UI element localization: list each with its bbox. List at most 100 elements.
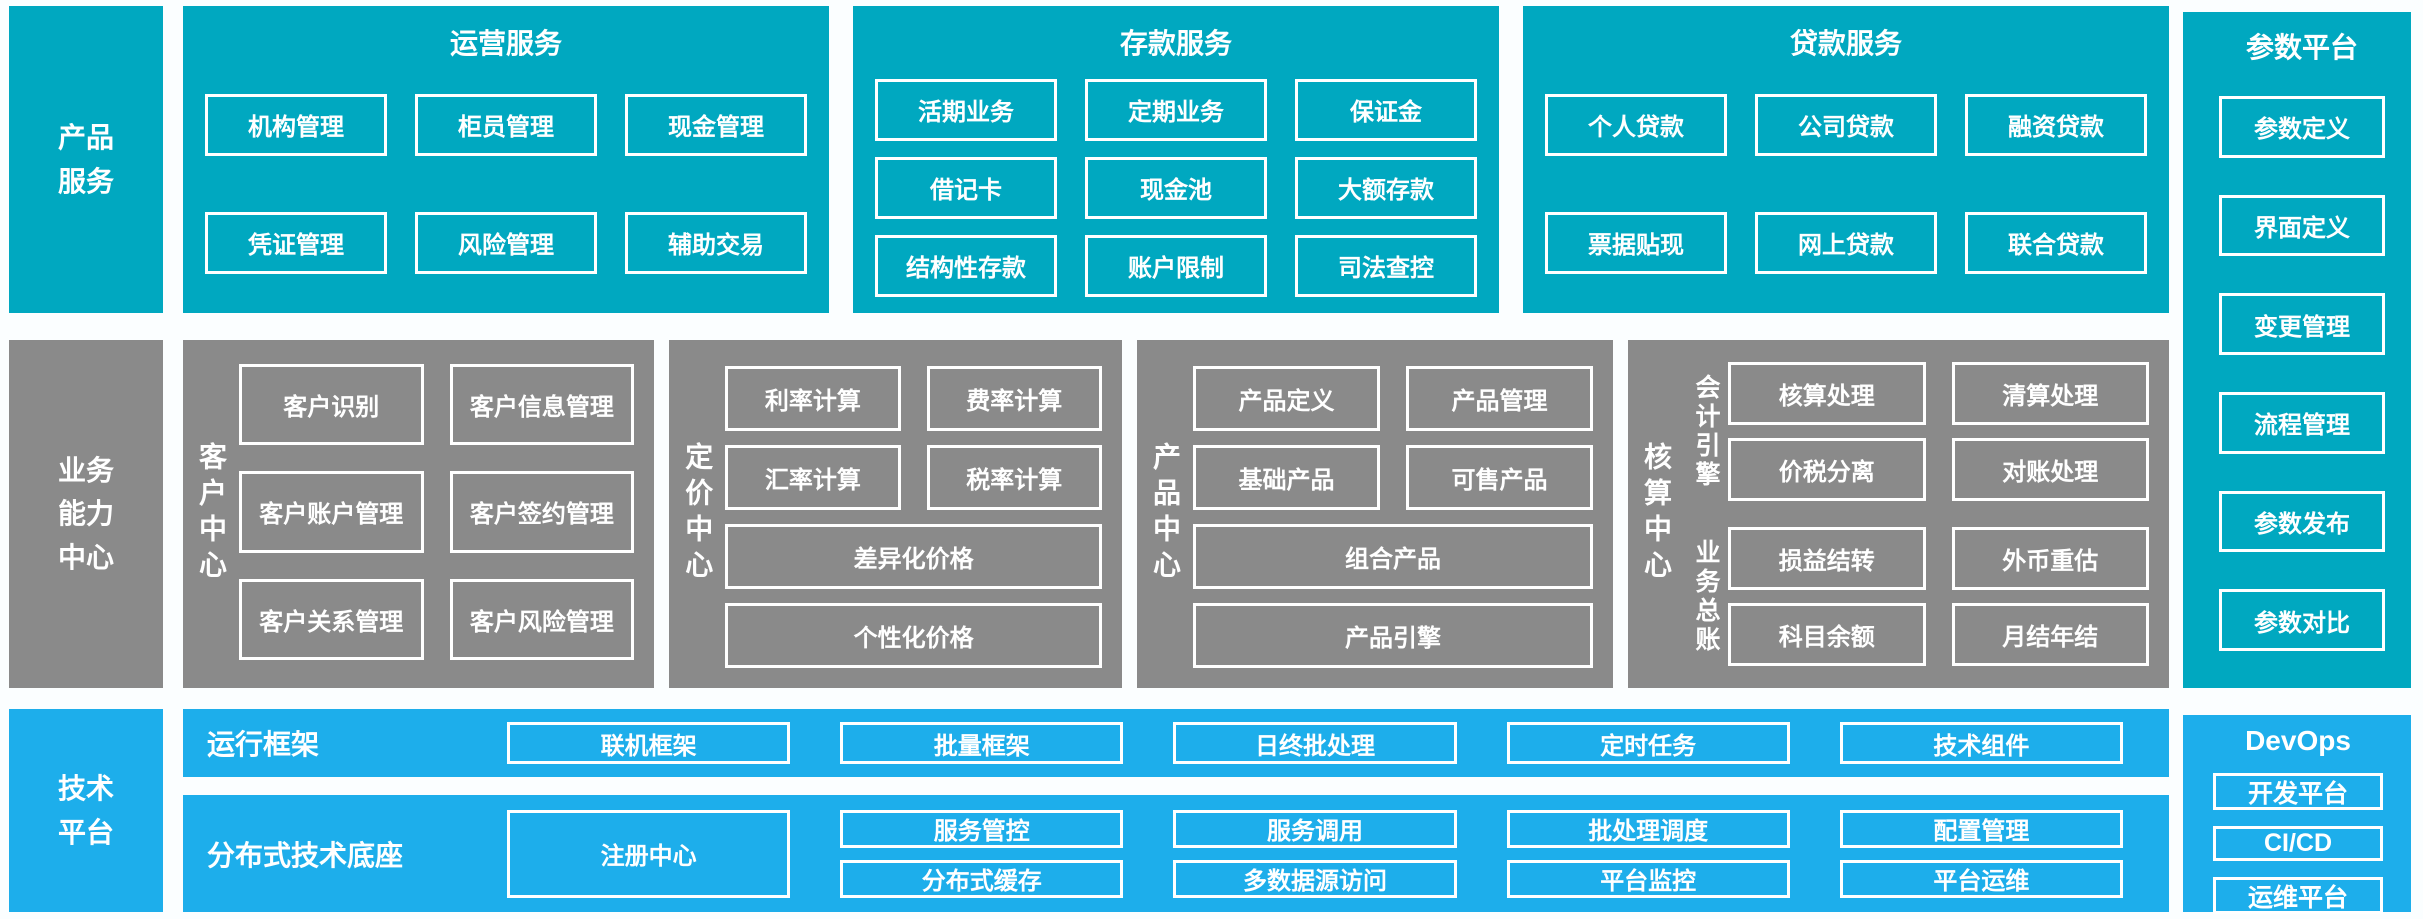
vertical-panel-label: 客户中心 — [196, 442, 227, 586]
panel-deposit-services: 存款服务 活期业务 定期业务 保证金 借记卡 现金池 大额存款 结构性存款 账户… — [853, 6, 1499, 313]
module-box: 变更管理 — [2219, 293, 2385, 356]
rail-label-text: 产品服务 — [57, 122, 114, 197]
module-box: 汇率计算 — [725, 445, 901, 510]
module-box: 个性化价格 — [725, 603, 1102, 668]
module-box: 客户关系管理 — [239, 578, 424, 660]
panel-parameter-platform: 参数平台 参数定义 界面定义 变更管理 流程管理 参数发布 参数对比 — [2183, 12, 2411, 688]
module-box: 账户限制 — [1085, 234, 1267, 297]
accounting-groups: 会计引擎 核算处理 清算处理 价税分离 对账处理 业务总账 损益结转 外币重估 — [1684, 340, 2153, 688]
module-box: 运维平台 — [2213, 877, 2383, 914]
bar-label: 运行框架 — [207, 729, 320, 760]
module-box: 参数定义 — [2219, 96, 2385, 158]
bar-runtime-framework: 运行框架 联机框架 批量框架 日终批处理 定时任务 技术组件 — [183, 709, 2169, 777]
module-box: 客户账户管理 — [239, 471, 424, 553]
panel-title: 存款服务 — [1119, 28, 1232, 59]
panel-loan-services: 贷款服务 个人贷款 公司贷款 融资贷款 票据贴现 网上贷款 联合贷款 — [1523, 6, 2169, 313]
panel-box-grid: 利率计算 费率计算 汇率计算 税率计算 差异化价格 个性化价格 — [725, 340, 1106, 688]
vertical-group-label: 业务总账 — [1692, 538, 1721, 655]
module-box: 票据贴现 — [1545, 211, 1727, 274]
module-box: 平台监控 — [1506, 859, 1790, 898]
module-box: 流程管理 — [2219, 392, 2385, 454]
module-box: 客户签约管理 — [449, 471, 635, 553]
module-box: 产品管理 — [1406, 366, 1594, 431]
module-box: 柜员管理 — [415, 93, 597, 156]
module-box: 税率计算 — [926, 445, 1102, 510]
module-box: 借记卡 — [875, 156, 1057, 219]
panel-pricing-center: 定价中心 利率计算 费率计算 汇率计算 税率计算 差异化价格 个性化价格 — [669, 340, 1122, 688]
module-box: 网上贷款 — [1755, 211, 1937, 274]
panel-box-grid: 机构管理 柜员管理 现金管理 凭证管理 风险管理 辅助交易 — [183, 54, 829, 313]
panel-box-grid: 活期业务 定期业务 保证金 借记卡 现金池 大额存款 结构性存款 账户限制 司法… — [853, 62, 1499, 313]
group-box-grid: 核算处理 清算处理 价税分离 对账处理 — [1728, 362, 2149, 501]
module-box: 客户信息管理 — [449, 364, 635, 446]
panel-title: 运营服务 — [449, 28, 562, 59]
module-box: 服务调用 — [1173, 809, 1457, 848]
module-box: 对账处理 — [1951, 438, 2149, 501]
module-box: 价税分离 — [1728, 438, 1926, 501]
panel-title: DevOps — [2245, 725, 2351, 756]
module-box: 参数对比 — [2219, 589, 2385, 652]
module-box: 客户风险管理 — [449, 578, 635, 660]
vertical-panel-label: 核算中心 — [1641, 442, 1673, 586]
module-box: 技术组件 — [1839, 722, 2123, 764]
module-box: 产品引擎 — [1193, 603, 1594, 668]
rail-label-product-services: 产品服务 — [9, 6, 163, 313]
panel-operations-services: 运营服务 机构管理 柜员管理 现金管理 凭证管理 风险管理 辅助交易 — [183, 6, 829, 313]
module-box: 批量框架 — [840, 722, 1124, 764]
rail-label-text: 技术平台 — [57, 773, 114, 848]
panel-customer-center: 客户中心 客户识别 客户信息管理 客户账户管理 客户签约管理 客户关系管理 客户… — [183, 340, 655, 688]
group-accounting-engine: 会计引擎 核算处理 清算处理 价税分离 对账处理 — [1684, 362, 2149, 501]
group-box-grid: 损益结转 外币重估 科目余额 月结年结 — [1728, 527, 2149, 666]
module-box: 组合产品 — [1193, 524, 1594, 589]
module-box: 核算处理 — [1728, 362, 1926, 425]
module-box: 活期业务 — [875, 78, 1057, 141]
module-box: 月结年结 — [1951, 603, 2149, 666]
vertical-group-label: 会计引擎 — [1692, 373, 1721, 490]
registry-center-box: 注册中心 — [507, 809, 791, 898]
panel-box-grid: 个人贷款 公司贷款 融资贷款 票据贴现 网上贷款 联合贷款 — [1523, 54, 2169, 313]
module-box: 现金池 — [1085, 156, 1267, 219]
middle-panels-row: 客户中心 客户识别 客户信息管理 客户账户管理 客户签约管理 客户关系管理 客户… — [183, 340, 2169, 688]
module-box: 融资贷款 — [1965, 93, 2147, 156]
panel-box-grid: 产品定义 产品管理 基础产品 可售产品 组合产品 产品引擎 — [1193, 340, 1597, 688]
module-box: 凭证管理 — [205, 211, 387, 274]
module-box: 个人贷款 — [1545, 93, 1727, 156]
module-box: 配置管理 — [1839, 809, 2123, 848]
module-box: 基础产品 — [1193, 445, 1381, 510]
rail-label-tech-platform: 技术平台 — [9, 709, 163, 912]
module-box: 定期业务 — [1085, 78, 1267, 141]
vertical-panel-label: 定价中心 — [682, 442, 714, 586]
module-box: 清算处理 — [1951, 362, 2149, 425]
module-box: 批处理调度 — [1506, 809, 1790, 848]
module-box: 大额存款 — [1295, 156, 1477, 219]
rail-label-business-capability: 业务能力中心 — [9, 340, 163, 688]
module-box: 联机框架 — [507, 722, 791, 764]
module-box: 结构性存款 — [875, 234, 1057, 297]
module-box: 产品定义 — [1193, 366, 1381, 431]
module-box: 界面定义 — [2219, 194, 2385, 257]
bar-distributed-tech-base: 分布式技术底座 注册中心 服务管控 服务调用 批处理调度 配置管理 分布式缓存 … — [183, 795, 2169, 912]
module-box: 客户识别 — [239, 364, 424, 446]
rail-label-text: 业务能力中心 — [57, 454, 114, 573]
module-box: 开发平台 — [2213, 773, 2383, 810]
panel-product-center: 产品中心 产品定义 产品管理 基础产品 可售产品 组合产品 产品引擎 — [1137, 340, 1614, 688]
module-box: 辅助交易 — [625, 211, 807, 274]
module-box: 科目余额 — [1728, 603, 1926, 666]
module-box: 差异化价格 — [725, 524, 1102, 589]
module-box: 损益结转 — [1728, 527, 1926, 590]
module-box: 外币重估 — [1951, 527, 2149, 590]
module-box: 公司贷款 — [1755, 93, 1937, 156]
module-box: 多数据源访问 — [1173, 859, 1457, 898]
panel-accounting-center: 核算中心 会计引擎 核算处理 清算处理 价税分离 对账处理 业务总账 — [1628, 340, 2169, 688]
module-box: 利率计算 — [725, 366, 901, 431]
module-box: 服务管控 — [840, 809, 1124, 848]
vertical-panel-label: 产品中心 — [1150, 442, 1181, 586]
module-box: 机构管理 — [205, 93, 387, 156]
group-business-ledger: 业务总账 损益结转 外币重估 科目余额 月结年结 — [1684, 527, 2149, 666]
panel-title: 贷款服务 — [1789, 28, 1902, 59]
panel-devops: DevOps 开发平台 CI/CD 运维平台 — [2183, 715, 2411, 914]
module-box: 司法查控 — [1295, 234, 1477, 297]
module-box: 风险管理 — [415, 211, 597, 274]
